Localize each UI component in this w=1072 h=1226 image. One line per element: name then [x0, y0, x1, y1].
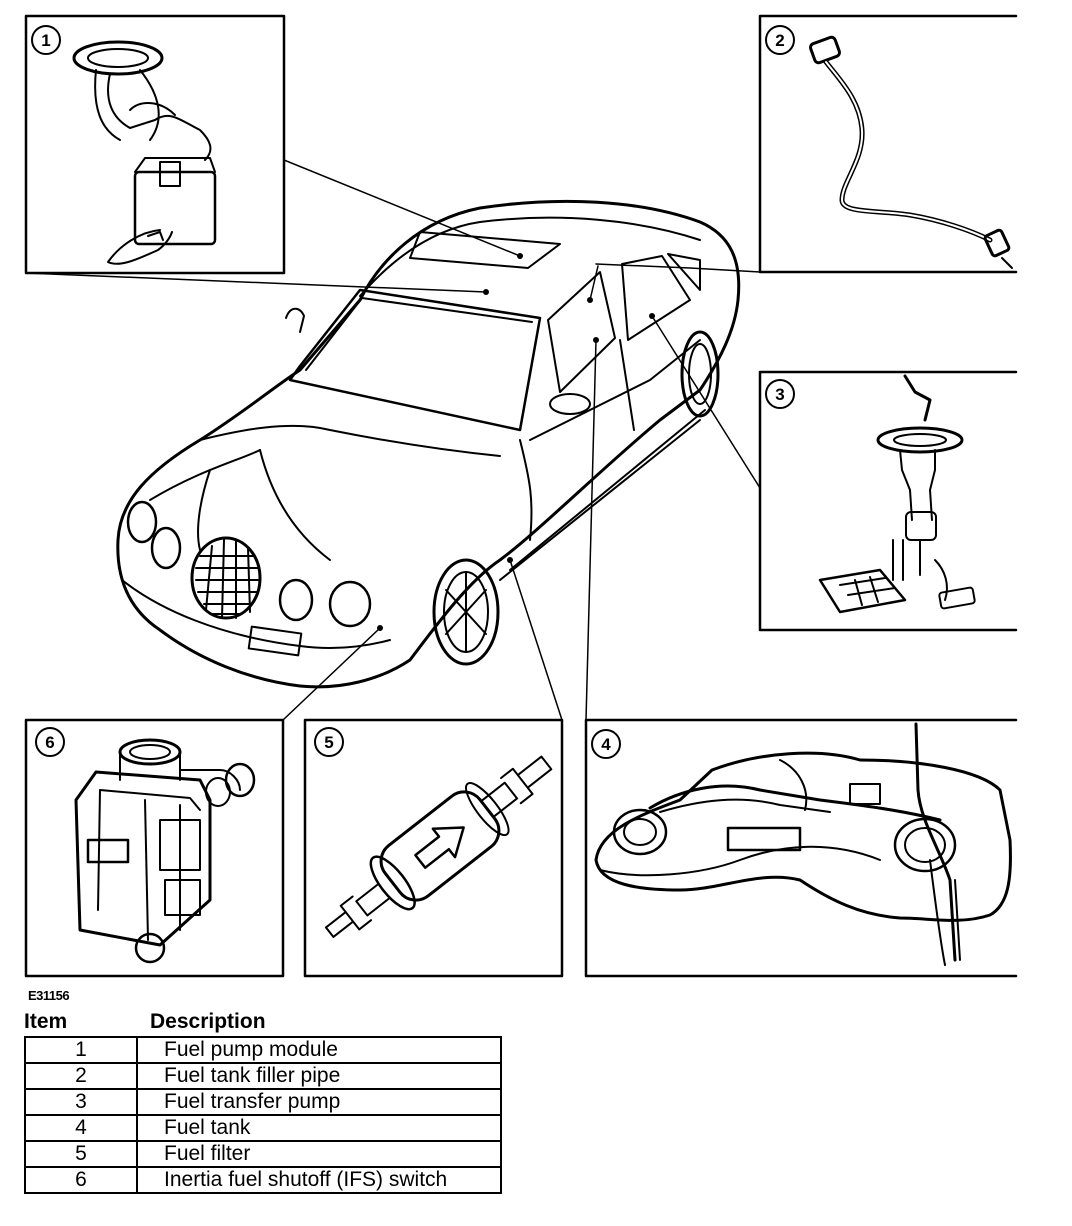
figure-id: E31156: [28, 988, 70, 1003]
panel-fuel-transfer-pump: 3: [758, 370, 1018, 632]
legend-header: Item Description: [24, 1010, 504, 1036]
row-description: Fuel filter: [136, 1140, 502, 1168]
table-row: 3 Fuel transfer pump: [24, 1088, 502, 1116]
header-description: Description: [150, 1010, 266, 1033]
row-item: 5: [24, 1140, 138, 1168]
row-description: Fuel tank filler pipe: [136, 1062, 502, 1090]
row-description: Inertia fuel shutoff (IFS) switch: [136, 1166, 502, 1194]
panel-inertia-switch: 6: [24, 718, 285, 978]
callout-4: 4: [601, 735, 611, 754]
panel-fuel-pump-module: 1: [24, 14, 286, 275]
callout-1: 1: [41, 31, 50, 50]
fuel-system-diagram: 1 2: [24, 14, 1018, 978]
table-row: 2 Fuel tank filler pipe: [24, 1062, 502, 1090]
row-description: Fuel pump module: [136, 1036, 502, 1064]
callout-3: 3: [775, 385, 784, 404]
leader-lines: [25, 159, 761, 721]
table-row: 5 Fuel filter: [24, 1140, 502, 1168]
callout-2: 2: [775, 31, 784, 50]
row-description: Fuel tank: [136, 1114, 502, 1142]
table-row: 1 Fuel pump module: [24, 1036, 502, 1064]
row-item: 4: [24, 1114, 138, 1142]
row-item: 6: [24, 1166, 138, 1194]
transfer-pump-drawing: [818, 374, 976, 614]
filler-pipe-drawing: [808, 35, 1013, 269]
callout-5: 5: [324, 733, 333, 752]
row-item: 3: [24, 1088, 138, 1116]
fuel-filter-drawing: [324, 755, 553, 938]
row-description: Fuel transfer pump: [136, 1088, 502, 1116]
panel-fuel-tank: 4: [584, 718, 1018, 978]
panel-fuel-filter: 5: [303, 718, 564, 978]
ifs-switch-drawing: [74, 738, 256, 964]
panel-fuel-tank-filler-pipe: 2: [758, 14, 1018, 274]
leader-dots: [377, 253, 655, 631]
fuel-tank-drawing: [594, 722, 1012, 966]
car-illustration: [116, 199, 741, 689]
table-row: 4 Fuel tank: [24, 1114, 502, 1142]
legend-table: 1 Fuel pump module 2 Fuel tank filler pi…: [24, 1036, 502, 1194]
row-item: 1: [24, 1036, 138, 1064]
fuel-pump-module-drawing: [72, 40, 217, 265]
header-item: Item: [24, 1010, 68, 1033]
callout-6: 6: [45, 733, 54, 752]
row-item: 2: [24, 1062, 138, 1090]
table-row: 6 Inertia fuel shutoff (IFS) switch: [24, 1166, 502, 1194]
